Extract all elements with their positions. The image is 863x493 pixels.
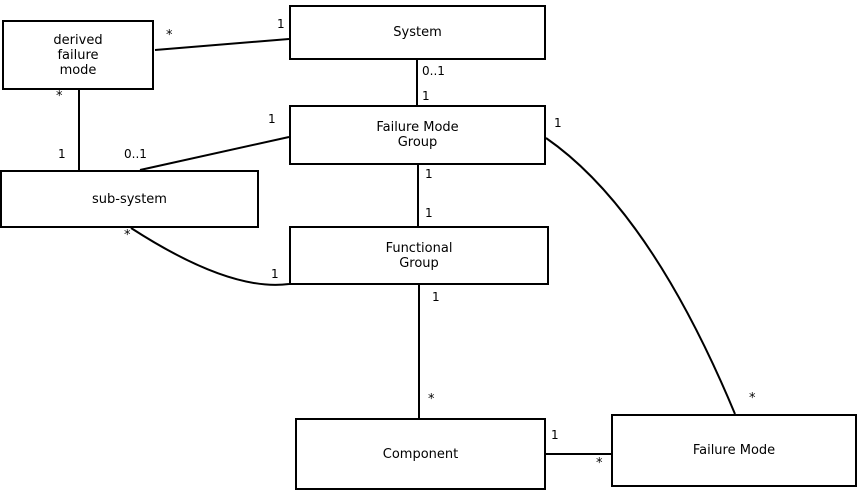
class-name-failure-mode-group: Failure Mode Group bbox=[376, 120, 459, 150]
mult-derived-to-system-source: * bbox=[166, 28, 173, 43]
mult-component-to-fm-target: * bbox=[596, 456, 603, 471]
class-box-system[interactable]: System bbox=[289, 5, 546, 60]
class-name-functional-group: Functional Group bbox=[385, 240, 453, 271]
class-name-system: System bbox=[393, 25, 442, 40]
mult-system-to-fmg-source: 0..1 bbox=[422, 64, 445, 78]
class-name-derived-failure-mode: derived failure mode bbox=[53, 32, 103, 78]
association-edges bbox=[78, 38, 736, 455]
class-name-sub-system: sub-system bbox=[92, 191, 167, 207]
mult-fmg-to-fg-target: 1 bbox=[425, 206, 433, 220]
edge-sub-system-failure-mode-group bbox=[139, 136, 290, 171]
mult-sub-to-fg-target: 1 bbox=[271, 267, 279, 281]
class-name-failure-mode: Failure Mode bbox=[692, 443, 776, 458]
mult-component-to-fm-source: 1 bbox=[551, 428, 559, 442]
mult-sub-to-fg-source: * bbox=[124, 228, 131, 243]
mult-system-to-fmg-target: 1 bbox=[422, 89, 430, 103]
class-box-functional-group[interactable]: Functional Group bbox=[289, 226, 549, 285]
edge-derived-failure-mode-system bbox=[154, 38, 290, 51]
mult-derived-to-sub-source: * bbox=[56, 89, 63, 104]
class-box-component[interactable]: Component bbox=[295, 418, 546, 490]
mult-fmg-to-fg-source: 1 bbox=[425, 167, 433, 181]
class-box-sub-system[interactable]: sub-system bbox=[0, 170, 259, 228]
mult-fg-to-component-source: 1 bbox=[432, 290, 440, 304]
class-box-failure-mode[interactable]: Failure Mode bbox=[611, 414, 857, 487]
mult-sub-to-fmg-source: 0..1 bbox=[124, 147, 147, 161]
mult-sub-to-fmg-target: 1 bbox=[268, 112, 276, 126]
class-name-component: Component bbox=[382, 446, 459, 462]
class-box-derived-failure-mode[interactable]: derived failure mode bbox=[2, 20, 154, 90]
mult-fg-to-component-target: * bbox=[428, 392, 435, 407]
edge-sub-system-functional-group bbox=[130, 227, 290, 286]
mult-fmg-to-fm-source: 1 bbox=[554, 116, 562, 130]
mult-derived-to-system-target: 1 bbox=[277, 17, 285, 31]
edge-failure-mode-group-failure-mode bbox=[545, 137, 736, 415]
mult-fmg-to-fm-target: * bbox=[749, 391, 756, 406]
class-box-failure-mode-group[interactable]: Failure Mode Group bbox=[289, 105, 546, 165]
mult-derived-to-sub-target: 1 bbox=[58, 147, 66, 161]
